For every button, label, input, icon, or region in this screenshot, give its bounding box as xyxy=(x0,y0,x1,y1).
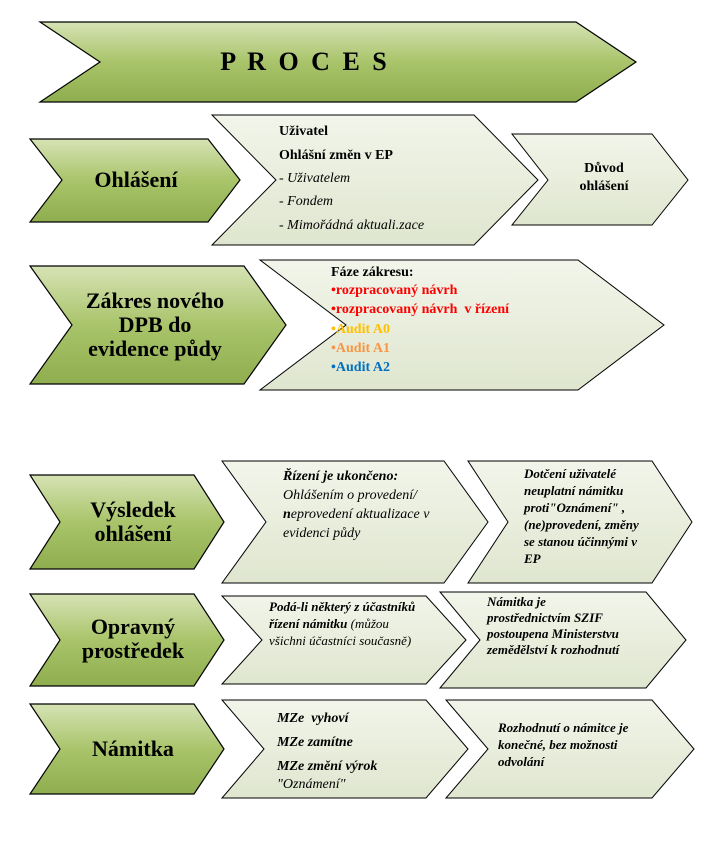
opravny-right-text: Námitka je prostřednictvím SZIF postoupe… xyxy=(487,594,620,657)
vysledek-mid-chevron xyxy=(221,460,489,584)
vysledek-right-text: Dotčení uživatelé neuplatní námitku prot… xyxy=(524,466,639,566)
namitka-right-text: Rozhodnutí o námitce je konečné, bez mož… xyxy=(498,720,629,769)
vysledek-mid-italic: Ohlášením o provedení/ xyxy=(283,488,418,503)
namitka-mid-line4: "Oznámení" xyxy=(277,777,346,792)
zakres-phase-3: •Audit A0 xyxy=(331,322,390,337)
opravny-mid-chevron xyxy=(220,595,467,685)
ohlaseni-mid-item-2: - Fondem xyxy=(279,194,334,209)
ohlaseni-label: Ohlášení xyxy=(94,167,178,192)
opravny-label: Opravný prostředek xyxy=(81,614,185,663)
vysledek-label: Výsledek ohlášení xyxy=(90,497,176,546)
zakres-mid-heading: Fáze zákresu: xyxy=(331,265,414,280)
opravny-mid-bold: Podá-li některý z účastníků řízení námit… xyxy=(269,599,416,631)
page-title: P R O C E S xyxy=(220,47,390,76)
proces-arrow xyxy=(38,21,638,103)
vysledek-mid-rest: eprovedení aktualizace v evidenci půdy xyxy=(283,507,430,541)
ohlaseni-right-chevron xyxy=(510,133,689,226)
vysledek-mid-n: n xyxy=(283,507,291,522)
namitka-mid-line1: MZe vyhoví xyxy=(277,711,349,726)
namitka-mid-chevron xyxy=(220,699,469,799)
vysledek-label-arrow xyxy=(28,474,225,570)
ohlaseni-mid-line2: Ohlášní změn v EP xyxy=(279,148,393,163)
ohlaseni-label-arrow xyxy=(28,138,241,223)
namitka-mid-line2: MZe zamítne xyxy=(277,735,353,750)
opravny-right-chevron xyxy=(438,591,687,689)
zakres-phase-4: •Audit A1 xyxy=(331,341,390,356)
vysledek-mid-text: Řízení je ukončeno: Ohlášením o proveden… xyxy=(283,467,443,543)
namitka-label: Námitka xyxy=(92,736,174,761)
zakres-label-arrow xyxy=(28,265,287,385)
zakres-phase-1: •rozpracovaný návrh xyxy=(331,283,458,298)
opravny-mid-text: Podá-li některý z účastníků řízení námit… xyxy=(269,598,419,649)
opravny-mid-italic: (můžou všichni účastníci současně) xyxy=(269,616,412,648)
ohlaseni-right-text: Důvod ohlášení xyxy=(579,161,629,194)
zakres-label: Zákres nového DPB do evidence půdy xyxy=(85,288,225,361)
zakres-phase-2: •rozpracovaný návrh v řízení xyxy=(331,302,510,317)
namitka-right-chevron xyxy=(444,699,695,799)
vysledek-mid-bold: Řízení je ukončeno: xyxy=(283,469,399,484)
ohlaseni-mid-item-1: - Uživatelem xyxy=(279,171,351,186)
zakres-mid-chevron xyxy=(258,259,665,391)
namitka-mid-line3: MZe změní výrok xyxy=(277,759,378,774)
vysledek-right-chevron xyxy=(467,460,693,584)
zakres-phase-5: •Audit A2 xyxy=(331,360,390,375)
ohlaseni-mid-item-3: - Mimořádná aktuali.zace xyxy=(279,218,425,233)
opravny-label-arrow xyxy=(28,593,225,687)
ohlaseni-mid-line1: Uživatel xyxy=(279,124,328,139)
namitka-label-arrow xyxy=(28,703,225,795)
ohlaseni-mid-chevron xyxy=(210,114,539,246)
